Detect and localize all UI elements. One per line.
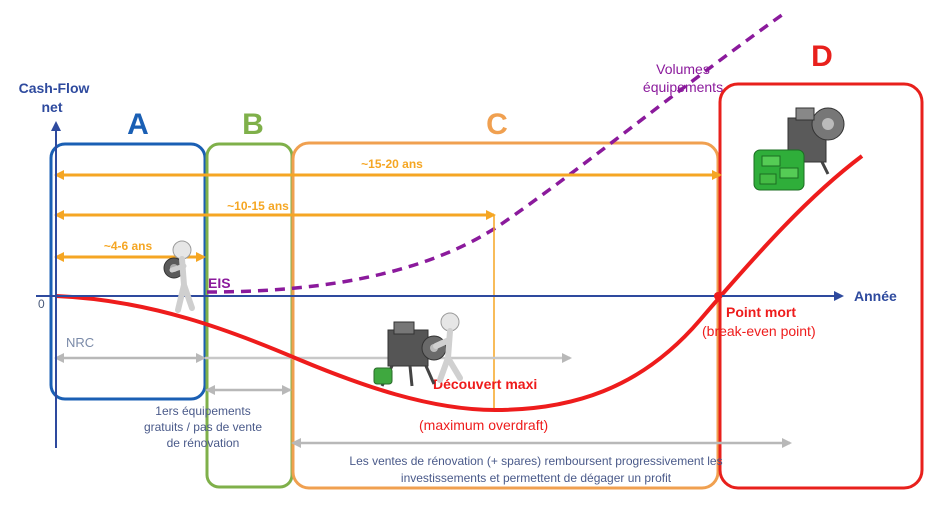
y-axis-label-line2: net [42, 99, 63, 115]
figure-pushing-machine-icon [373, 312, 463, 387]
x-axis-label: Année [854, 288, 897, 304]
volumes-label-line1: Volumes [656, 61, 710, 77]
machine-with-money-icon [753, 107, 845, 191]
renovation-note-line1: Les ventes de rénovation (+ spares) remb… [349, 454, 722, 468]
duration-long-label: ~15-20 ans [361, 157, 423, 171]
free-equipment-note-line2: gratuits / pas de vente [144, 420, 262, 434]
phase-d-box [718, 82, 924, 490]
phase-c-box [291, 141, 720, 490]
eis-label: EIS [208, 275, 231, 291]
renovation-note-line2: investissements et permettent de dégager… [401, 471, 672, 485]
figure-carrying-gear-icon [163, 240, 195, 313]
y-axis-label-line1: Cash-Flow [19, 80, 90, 96]
break-even-dot [714, 292, 722, 300]
phase-c-label: C [486, 108, 508, 141]
volumes-label-line2: équipements [643, 79, 723, 95]
duration-medium-label: ~10-15 ans [227, 199, 289, 213]
break-even-label: Point mort [726, 304, 796, 320]
origin-label: 0 [38, 297, 45, 311]
max-overdraft-subtitle: (maximum overdraft) [419, 417, 548, 433]
phase-a-box [49, 142, 207, 401]
duration-short-label: ~4-6 ans [104, 239, 153, 253]
free-equipment-note-line3: de rénovation [167, 436, 240, 450]
phase-d-label: D [811, 40, 833, 73]
phase-a-label: A [127, 108, 149, 141]
free-equipment-note-line1: 1ers équipements [155, 404, 250, 418]
phase-b-label: B [242, 108, 264, 141]
cash-flow-curve [55, 154, 864, 413]
break-even-subtitle: (break-even point) [702, 323, 816, 339]
max-overdraft-label: Découvert maxi [433, 376, 537, 392]
nrc-label: NRC [66, 335, 94, 350]
